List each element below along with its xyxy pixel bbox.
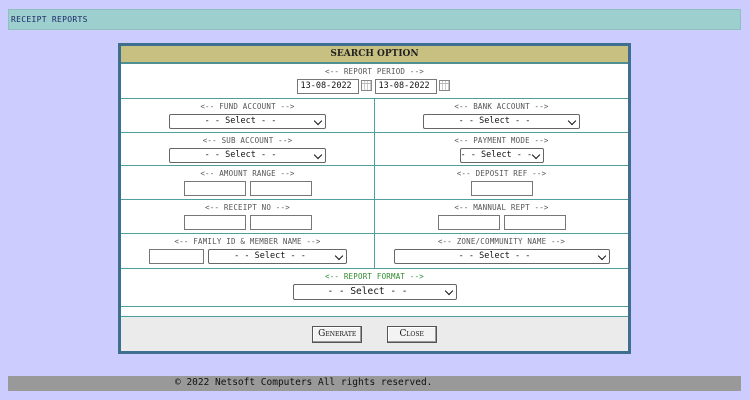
deposit-ref-cell: <-- DEPOSIT REF --> <box>375 166 628 199</box>
sub-account-value: - - Select - - <box>204 150 277 160</box>
search-option-panel: SEARCH OPTION <-- REPORT PERIOD --> 13-0… <box>118 43 631 354</box>
report-format-cell: <-- REPORT FORMAT --> - - Select - - <box>121 269 628 306</box>
chevron-down-icon <box>313 150 323 160</box>
calendar-icon[interactable] <box>438 80 450 91</box>
chevron-down-icon <box>334 251 343 261</box>
chevron-down-icon <box>444 286 453 296</box>
family-zone-row: <-- FAMILY ID & MEMBER NAME --> - - Sele… <box>121 234 628 269</box>
amount-to-input[interactable] <box>249 181 312 196</box>
report-period-controls: 13-08-2022 13-08-2022 <box>121 79 628 94</box>
report-period-label: <-- REPORT PERIOD --> <box>324 67 425 76</box>
fund-account-select[interactable]: - - Select - - <box>169 114 326 129</box>
fund-account-label: <-- FUND ACCOUNT --> <box>200 102 295 111</box>
member-name-select[interactable]: - - Select - - <box>207 249 347 264</box>
panel-title: SEARCH OPTION <box>121 46 628 64</box>
calendar-icon[interactable] <box>360 80 372 91</box>
payment-mode-cell: <-- PAYMENT MODE --> - - Select - - <box>375 133 628 165</box>
fund-account-cell: <-- FUND ACCOUNT --> - - Select - - <box>121 99 375 132</box>
report-format-value: - - Select - - <box>327 286 408 297</box>
zone-label: <-- ZONE/COMMUNITY NAME --> <box>437 237 566 246</box>
bank-account-label: <-- BANK ACCOUNT --> <box>454 102 549 111</box>
manual-rept-label: <-- MANNUAL REPT --> <box>454 203 549 212</box>
spacer-row <box>121 307 628 317</box>
family-label: <-- FAMILY ID & MEMBER NAME --> <box>174 237 321 246</box>
from-date-input[interactable]: 13-08-2022 <box>296 79 359 94</box>
chevron-down-icon <box>597 251 606 261</box>
manual-to-input[interactable] <box>503 215 566 230</box>
receipt-manual-row: <-- RECEIPT NO --> <-- MANNUAL REPT --> <box>121 200 628 234</box>
payment-mode-label: <-- PAYMENT MODE --> <box>454 136 549 145</box>
sub-account-label: <-- SUB ACCOUNT --> <box>202 136 293 145</box>
family-cell: <-- FAMILY ID & MEMBER NAME --> - - Sele… <box>121 234 375 268</box>
deposit-ref-label: <-- DEPOSIT REF --> <box>456 169 547 178</box>
receipt-to-input[interactable] <box>249 215 312 230</box>
footer-bar: © 2022 Netsoft Computers All rights rese… <box>8 376 741 391</box>
bank-account-cell: <-- BANK ACCOUNT --> - - Select - - <box>375 99 628 132</box>
manual-rept-cell: <-- MANNUAL REPT --> <box>375 200 628 233</box>
fund-bank-row: <-- FUND ACCOUNT --> - - Select - - <-- … <box>121 99 628 133</box>
amount-range-label: <-- AMOUNT RANGE --> <box>200 169 295 178</box>
receipt-no-cell: <-- RECEIPT NO --> <box>121 200 375 233</box>
sub-payment-row: <-- SUB ACCOUNT --> - - Select - - <-- P… <box>121 133 628 166</box>
app-title-bar: RECEIPT REPORTS <box>8 9 741 30</box>
amount-from-input[interactable] <box>183 181 246 196</box>
member-name-value: - - Select - - <box>234 251 306 261</box>
amount-range-cell: <-- AMOUNT RANGE --> <box>121 166 375 199</box>
to-date-input[interactable]: 13-08-2022 <box>374 79 437 94</box>
generate-button[interactable]: Generate <box>312 326 363 343</box>
report-format-select[interactable]: - - Select - - <box>292 284 457 300</box>
sub-account-cell: <-- SUB ACCOUNT --> - - Select - - <box>121 133 375 165</box>
deposit-ref-input[interactable] <box>470 181 533 196</box>
family-id-input[interactable] <box>148 249 204 264</box>
bank-account-value: - - Select - - <box>458 116 531 126</box>
zone-select[interactable]: - - Select - - <box>393 249 610 264</box>
close-button[interactable]: Close <box>386 326 437 343</box>
receipt-from-input[interactable] <box>183 215 246 230</box>
manual-from-input[interactable] <box>437 215 500 230</box>
zone-cell: <-- ZONE/COMMUNITY NAME --> - - Select -… <box>375 234 628 268</box>
chevron-down-icon <box>567 116 577 126</box>
bank-account-select[interactable]: - - Select - - <box>423 114 580 129</box>
zone-value: - - Select - - <box>458 251 531 261</box>
copyright-text: © 2022 Netsoft Computers All rights rese… <box>175 377 433 388</box>
report-format-row: <-- REPORT FORMAT --> - - Select - - <box>121 269 628 307</box>
sub-account-select[interactable]: - - Select - - <box>169 148 326 163</box>
receipt-no-label: <-- RECEIPT NO --> <box>205 203 290 212</box>
action-bar: Generate Close <box>121 317 628 351</box>
report-format-label: <-- REPORT FORMAT --> <box>324 272 425 281</box>
amount-deposit-row: <-- AMOUNT RANGE --> <-- DEPOSIT REF --> <box>121 166 628 200</box>
payment-mode-value: - - Select - - <box>460 150 533 160</box>
fund-account-value: - - Select - - <box>204 116 277 126</box>
page-title: RECEIPT REPORTS <box>11 15 88 24</box>
payment-mode-select[interactable]: - - Select - - <box>459 148 544 163</box>
chevron-down-icon <box>313 116 323 126</box>
